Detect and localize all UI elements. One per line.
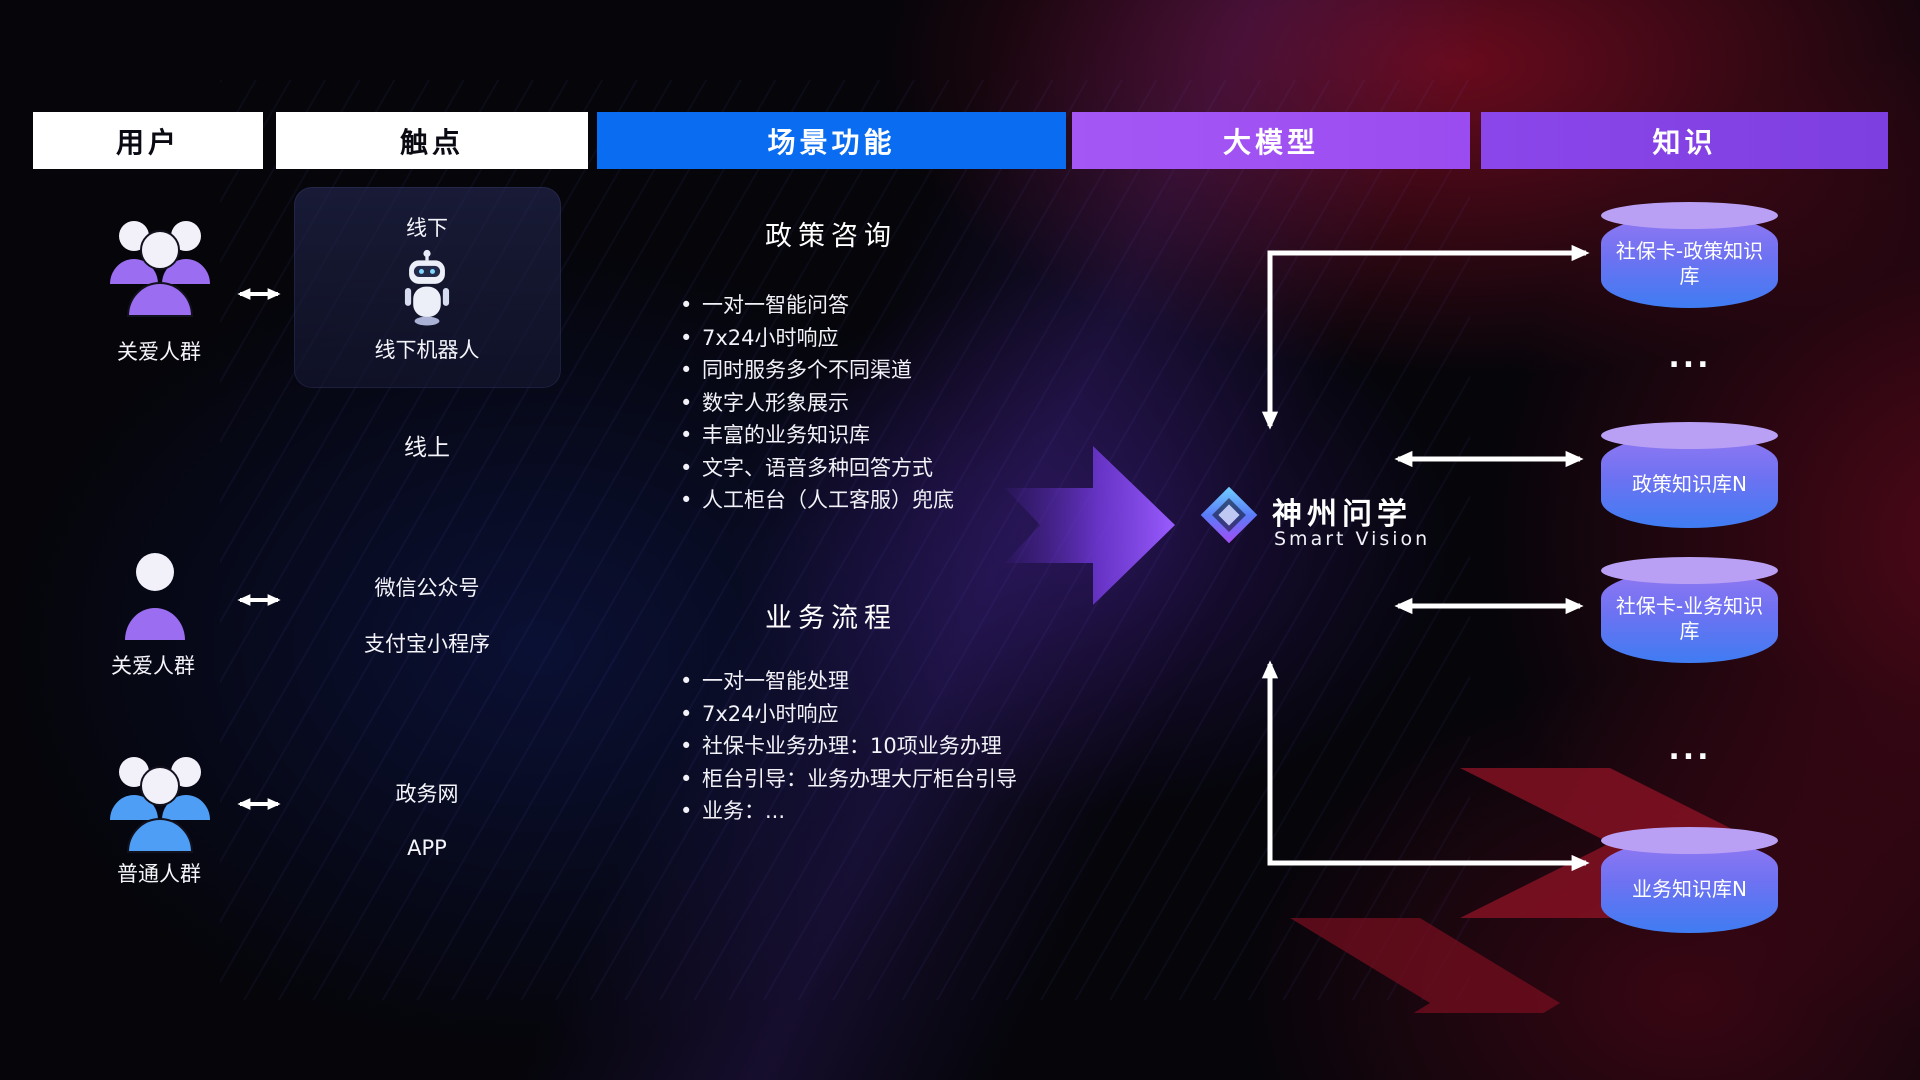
header-touchpoints: 触点: [276, 112, 588, 169]
channel-wechat: 微信公众号: [374, 576, 480, 600]
scenario-item: 数字人形象展示: [676, 387, 1106, 420]
group-people-purple-icon: [110, 221, 210, 317]
scenario-item: 7x24小时响应: [676, 322, 1106, 355]
scenario-item: 一对一智能处理: [676, 665, 1106, 698]
user-row-label: 关爱人群: [111, 654, 195, 678]
knowledge-db-label: 业务知识库N: [1632, 876, 1747, 901]
knowledge-db: 社保卡-业务知识库: [1601, 557, 1778, 663]
knowledge-db: 社保卡-政策知识库: [1601, 202, 1778, 308]
header-scenario: 场景功能: [597, 112, 1066, 169]
diamond-logo-icon: [1200, 486, 1258, 544]
scenario-item: 文字、语音多种回答方式: [676, 452, 1106, 485]
knowledge-db: 业务知识库N: [1601, 827, 1778, 933]
scenario-item: 柜台引导：业务办理大厅柜台引导: [676, 763, 1106, 796]
big-right-arrow-icon: [1005, 446, 1175, 605]
scenario-item: 人工柜台（人工客服）兜底: [676, 484, 1106, 517]
header-model: 大模型: [1072, 112, 1470, 169]
scenario-item: 丰富的业务知识库: [676, 419, 1106, 452]
user-row-label: 关爱人群: [117, 340, 201, 364]
knowledge-db-label: 政策知识库N: [1632, 471, 1747, 496]
cylinder-top: [1601, 202, 1778, 229]
knowledge-db: 政策知识库N: [1601, 422, 1778, 528]
ellipsis-more: ...: [1668, 732, 1712, 767]
header-users: 用户: [33, 112, 263, 169]
group-people-blue-icon: [110, 757, 210, 853]
knowledge-db-label: 社保卡-政策知识库: [1615, 239, 1764, 288]
user-row-label: 普通人群: [117, 862, 201, 886]
header-knowledge: 知识: [1481, 112, 1888, 169]
cylinder-top: [1601, 827, 1778, 854]
model-name: 神州问学: [1272, 497, 1412, 532]
scenario-section-title: 业务流程: [765, 603, 897, 634]
ellipsis-more: ...: [1668, 340, 1712, 375]
model-subtitle: Smart Vision: [1274, 528, 1431, 550]
channel-app: APP: [407, 836, 447, 860]
scenario-item: 同时服务多个不同渠道: [676, 354, 1106, 387]
scenario-item: 社保卡业务办理：10项业务办理: [676, 730, 1106, 763]
scenario-section-title: 政策咨询: [765, 221, 897, 252]
cylinder-top: [1601, 557, 1778, 584]
cylinder-top: [1601, 422, 1778, 449]
offline-title: 线下: [406, 216, 448, 240]
online-title: 线上: [404, 435, 450, 461]
scenario-policy-list: 一对一智能问答 7x24小时响应 同时服务多个不同渠道 数字人形象展示 丰富的业…: [676, 289, 1106, 517]
cylinder-body: [1601, 435, 1778, 528]
person-purple-icon: [125, 553, 185, 640]
robot-icon: [404, 249, 450, 326]
cylinder-body: [1601, 215, 1778, 308]
cylinder-body: [1601, 840, 1778, 933]
scenario-item: 7x24小时响应: [676, 698, 1106, 731]
red-chevron-decor-icon: [1290, 768, 1760, 1013]
offline-robot-label: 线下机器人: [374, 338, 480, 362]
scenario-process-list: 一对一智能处理 7x24小时响应 社保卡业务办理：10项业务办理 柜台引导：业务…: [676, 665, 1106, 828]
cylinder-body: [1601, 570, 1778, 663]
scenario-item: 业务：...: [676, 795, 1106, 828]
knowledge-db-label: 社保卡-业务知识库: [1615, 594, 1764, 643]
channel-gov-web: 政务网: [395, 782, 459, 806]
channel-alipay: 支付宝小程序: [364, 632, 490, 656]
scenario-item: 一对一智能问答: [676, 289, 1106, 322]
